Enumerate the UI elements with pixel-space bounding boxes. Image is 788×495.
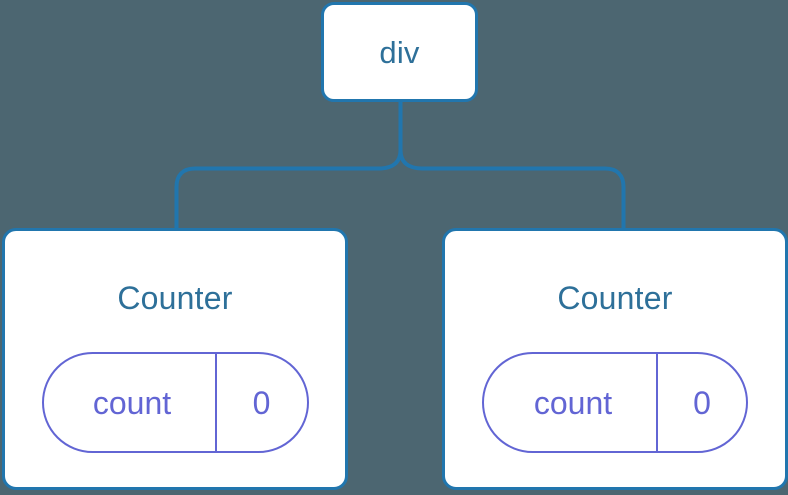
connector-stem-and-split	[174, 100, 403, 229]
node-counter-right[interactable]: Counter count 0	[442, 228, 788, 490]
state-pill-right[interactable]: count 0	[482, 352, 748, 453]
state-pill-left[interactable]: count 0	[41, 352, 309, 453]
connector-branch-right	[398, 149, 626, 229]
node-div[interactable]: div	[321, 2, 478, 102]
state-pill-divider-right	[656, 354, 658, 451]
state-key-right: count	[533, 384, 613, 421]
node-counter-left-label: Counter	[117, 280, 233, 316]
state-pill-divider-left	[214, 354, 217, 451]
node-counter-right-label: Counter	[557, 280, 673, 316]
state-key-left: count	[92, 384, 172, 421]
node-counter-left[interactable]: Counter count 0	[2, 228, 348, 490]
node-div-label: div	[379, 34, 420, 70]
state-value-right: 0	[693, 384, 711, 421]
state-value-left: 0	[252, 384, 271, 421]
